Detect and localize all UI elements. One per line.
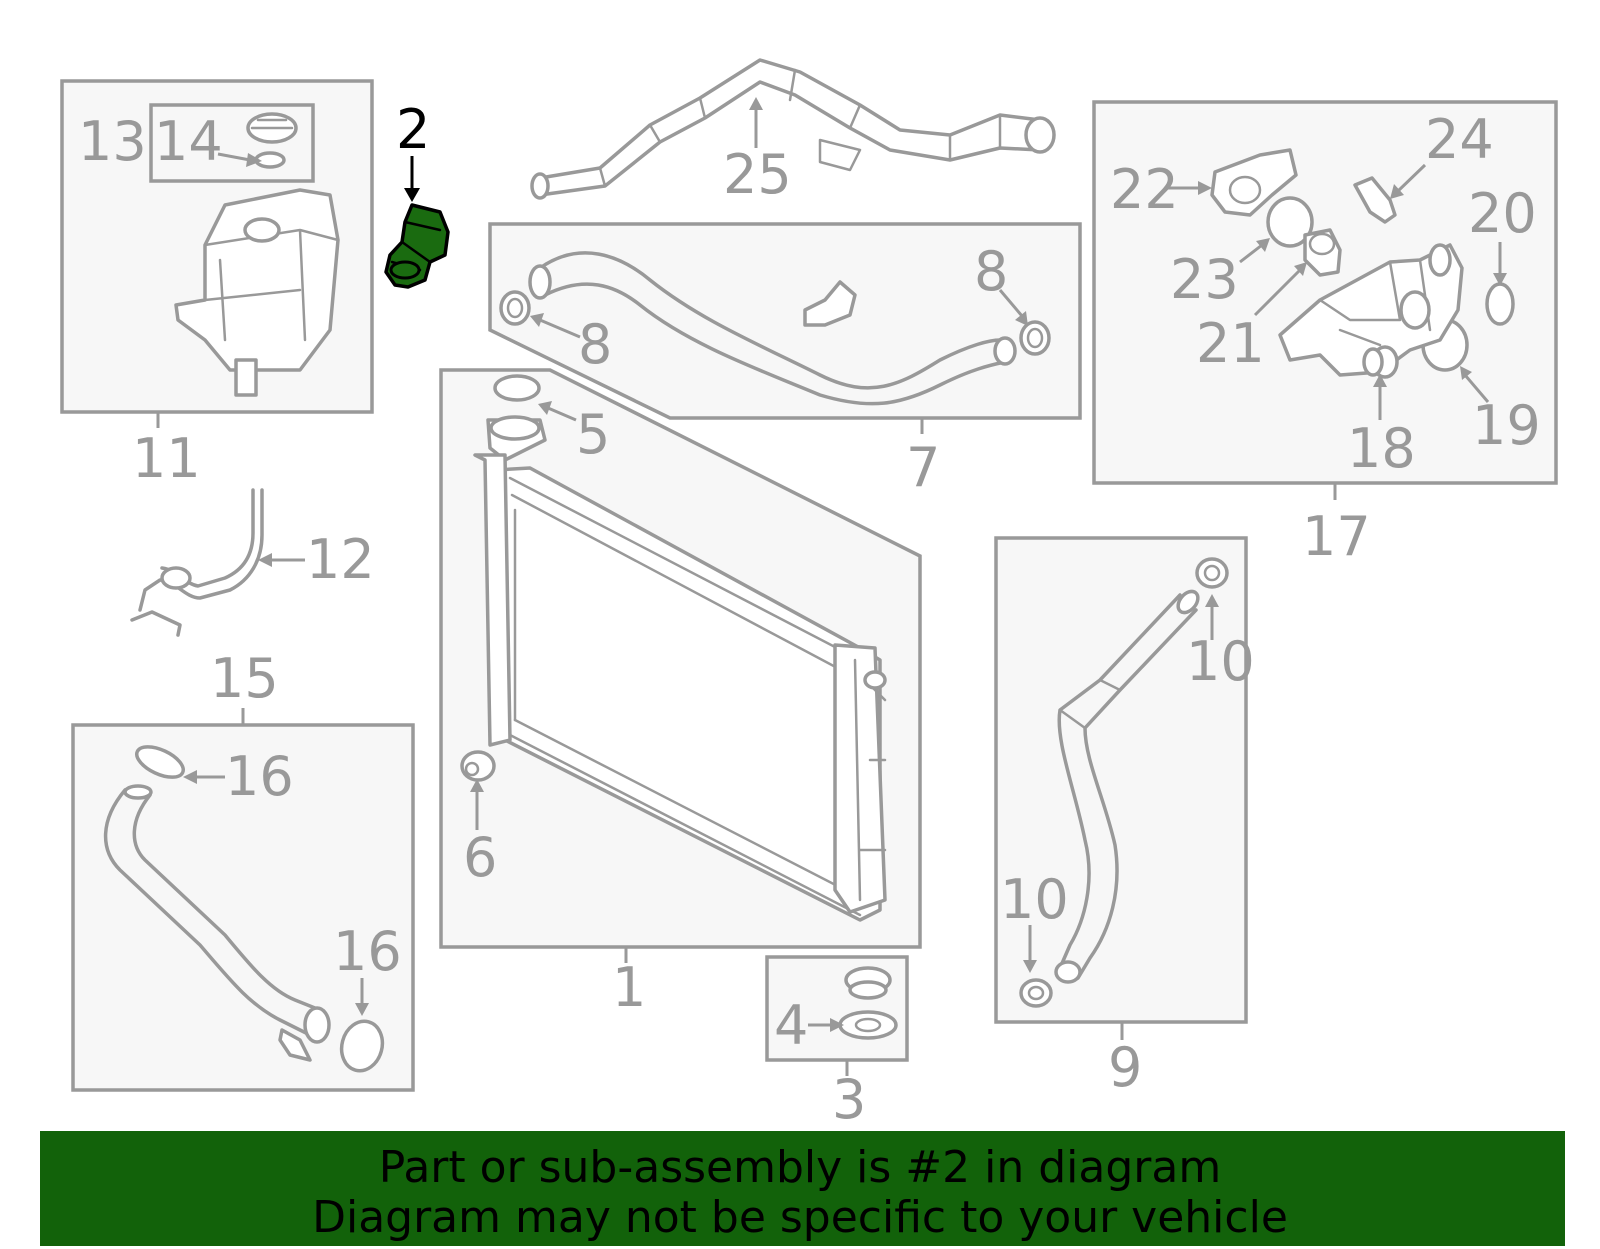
part-25-pipe <box>530 58 1056 200</box>
callout-22: 22 <box>1110 158 1179 221</box>
callout-24: 24 <box>1425 108 1494 171</box>
callout-8a: 8 <box>578 313 612 376</box>
group-15-lower-pipe <box>71 723 415 1092</box>
group-1-radiator <box>439 368 922 949</box>
callout-18: 18 <box>1347 417 1416 480</box>
info-banner: Part or sub-assembly is #2 in diagram Di… <box>40 1131 1565 1246</box>
callout-3: 3 <box>832 1068 866 1131</box>
callout-8b: 8 <box>974 240 1008 303</box>
callout-5: 5 <box>576 403 610 466</box>
banner-line-2: Diagram may not be specific to your vehi… <box>312 1192 1288 1243</box>
callout-16a: 16 <box>225 745 294 808</box>
group-3-plug <box>765 955 909 1062</box>
callout-11: 11 <box>132 427 201 490</box>
banner-line-1: Part or sub-assembly is #2 in diagram <box>379 1142 1221 1193</box>
callout-labels: 2 13 14 11 25 8 8 7 22 24 20 23 21 19 18… <box>78 98 1541 1131</box>
part-2-highlighted <box>384 203 450 289</box>
callout-16b: 16 <box>333 920 402 983</box>
banner-background <box>40 1131 1565 1246</box>
callout-21: 21 <box>1196 312 1265 375</box>
callout-20: 20 <box>1468 182 1537 245</box>
part-12-hose <box>130 488 264 637</box>
callout-14: 14 <box>154 110 223 173</box>
callout-17: 17 <box>1302 505 1371 568</box>
callout-6: 6 <box>463 826 497 889</box>
callout-12: 12 <box>306 528 375 591</box>
group-11-reservoir <box>60 79 374 414</box>
callout-25: 25 <box>723 143 792 206</box>
callout-15: 15 <box>210 647 279 710</box>
callout-1: 1 <box>612 956 646 1019</box>
callout-2: 2 <box>396 98 430 161</box>
callout-9: 9 <box>1108 1036 1142 1099</box>
group-7-upper-hose <box>488 222 1082 420</box>
callout-13: 13 <box>78 110 147 173</box>
group-17-thermostat <box>1092 100 1558 485</box>
callout-4: 4 <box>774 994 808 1057</box>
callout-10a: 10 <box>1186 630 1255 693</box>
callout-19: 19 <box>1472 394 1541 457</box>
group-9-lower-hose <box>994 536 1248 1024</box>
callout-10b: 10 <box>1000 868 1069 931</box>
callout-23: 23 <box>1170 248 1239 311</box>
leader-lines <box>156 97 1507 1076</box>
callout-7: 7 <box>906 436 940 499</box>
